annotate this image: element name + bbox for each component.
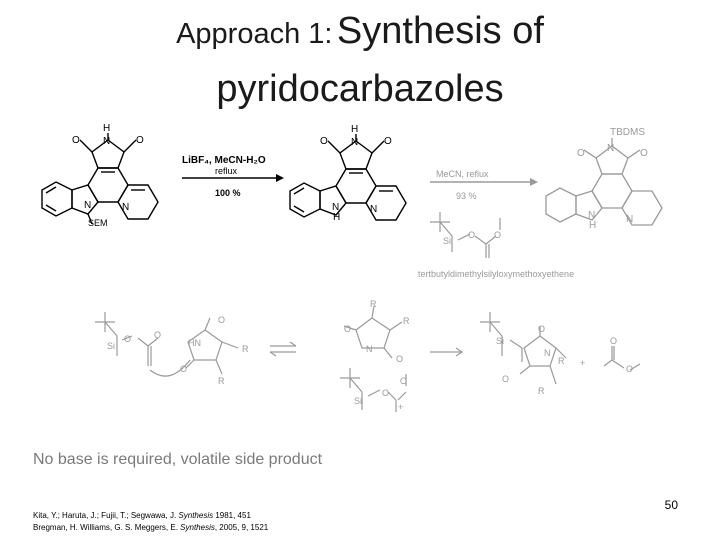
compound-tbdms-indole-n: N (588, 210, 595, 221)
mech-right-r1: R (558, 356, 565, 366)
compound-sem-indole-n: N (84, 200, 91, 211)
mech-plus: + (580, 358, 585, 368)
mech-left-si: Si (107, 341, 115, 351)
compound-tbdms-o2: O (640, 148, 648, 159)
mech-left-hn: HN (188, 338, 201, 348)
reagent-name: tertbutyldimethylsilyloxymethoxyethene (418, 269, 574, 279)
mech-right-si: Si (496, 336, 504, 346)
mech-mid-r2: R (403, 316, 410, 326)
mech-left-r2: R (218, 376, 225, 386)
compound-nh-o1: O (320, 136, 328, 147)
mech-left-o1: O (124, 334, 131, 344)
mechanism (95, 305, 641, 412)
mech-mid-o2: O (396, 354, 403, 364)
mech-right-n: N (544, 348, 551, 358)
mech-mid-si: Si (354, 396, 362, 406)
compound-nh-indole-n: N (332, 202, 339, 213)
reference-1: Kita, Y.; Haruta, J.; Fujii, T.; Segwawa… (33, 511, 251, 520)
mech-mid-plus: + (398, 402, 403, 412)
page-number: 50 (664, 498, 678, 512)
mech-mid-r1: R (370, 299, 377, 309)
reaction2-yield: 93 % (456, 191, 477, 201)
footnote: No base is required, volatile side produ… (33, 451, 323, 468)
references: Kita, Y.; Haruta, J.; Fujii, T.; Segwawa… (33, 510, 268, 534)
mech-left-o4: O (180, 364, 187, 374)
compound-tbdms-o1: O (577, 148, 585, 159)
mech-left-r1: R (242, 344, 249, 354)
compound-nh-h-top: H (351, 124, 358, 135)
mech-right-r2: R (538, 386, 545, 396)
title-prefix: Approach 1: (176, 18, 333, 50)
silyl-reagent (430, 212, 501, 258)
reaction2-reagent: MeCN, reflux (436, 169, 489, 179)
compound-nh-o2: O (384, 136, 392, 147)
silyl-reagent-si: Si (443, 236, 451, 246)
compound-tbdms-group: TBDMS (610, 127, 645, 138)
reaction1-arrowhead (276, 174, 284, 182)
reference-2: Bregman, H. Williams, G. S. Meggers, E. … (33, 523, 269, 532)
compound-nh-n-top: N (351, 137, 358, 148)
compound-tbdms-n: N (607, 143, 614, 154)
mech-mid-o1: O (344, 324, 351, 334)
mech-right-o2: O (502, 374, 509, 384)
mech-side-o2: O (626, 364, 633, 374)
mech-left-o2: O (154, 330, 161, 340)
mech-mid-o3: O (382, 388, 389, 398)
reaction1-yield: 100 % (215, 188, 241, 198)
reaction2-arrowhead (530, 178, 538, 186)
compound-nh-indole-h: H (333, 212, 340, 223)
reaction1-condition: reflux (215, 166, 238, 176)
title-main: Synthesis of (336, 10, 544, 52)
silyl-reagent-o2: O (494, 230, 501, 240)
mech-left-o3: O (218, 315, 225, 325)
mech-mid-o4: O (400, 376, 407, 386)
compound-tbdms-indole-h: H (589, 220, 596, 231)
compound-sem-o2: O (136, 135, 144, 146)
compound-sem-group: SEM (88, 218, 108, 228)
compound-sem-n: N (103, 136, 110, 147)
mech-mid-n: N (366, 344, 373, 354)
title-line2: pyridocarbazoles (216, 68, 504, 110)
compound-sem (41, 133, 159, 225)
mechanism-labels: Si O O HN O O R R R R O N O Si O O + Si … (107, 299, 633, 412)
compound-tbdms (545, 138, 663, 226)
compound-sem-o1: O (72, 135, 80, 146)
compound-sem-h: H (103, 123, 110, 134)
compound-tbdms-pyridine-n: N (626, 214, 633, 225)
mech-side-o1: O (610, 336, 617, 346)
compound-nh (289, 134, 407, 221)
mech-right-o1: O (538, 324, 545, 334)
reaction1-reagent: LiBF₄, MeCN-H₂O (182, 155, 266, 166)
slide-title: Approach 1: Synthesis of pyridocarbazole… (0, 6, 720, 122)
compound-sem-pyridine-n: N (122, 202, 129, 213)
silyl-reagent-o1: O (468, 230, 475, 240)
compound-nh-pyridine-n: N (370, 204, 377, 215)
